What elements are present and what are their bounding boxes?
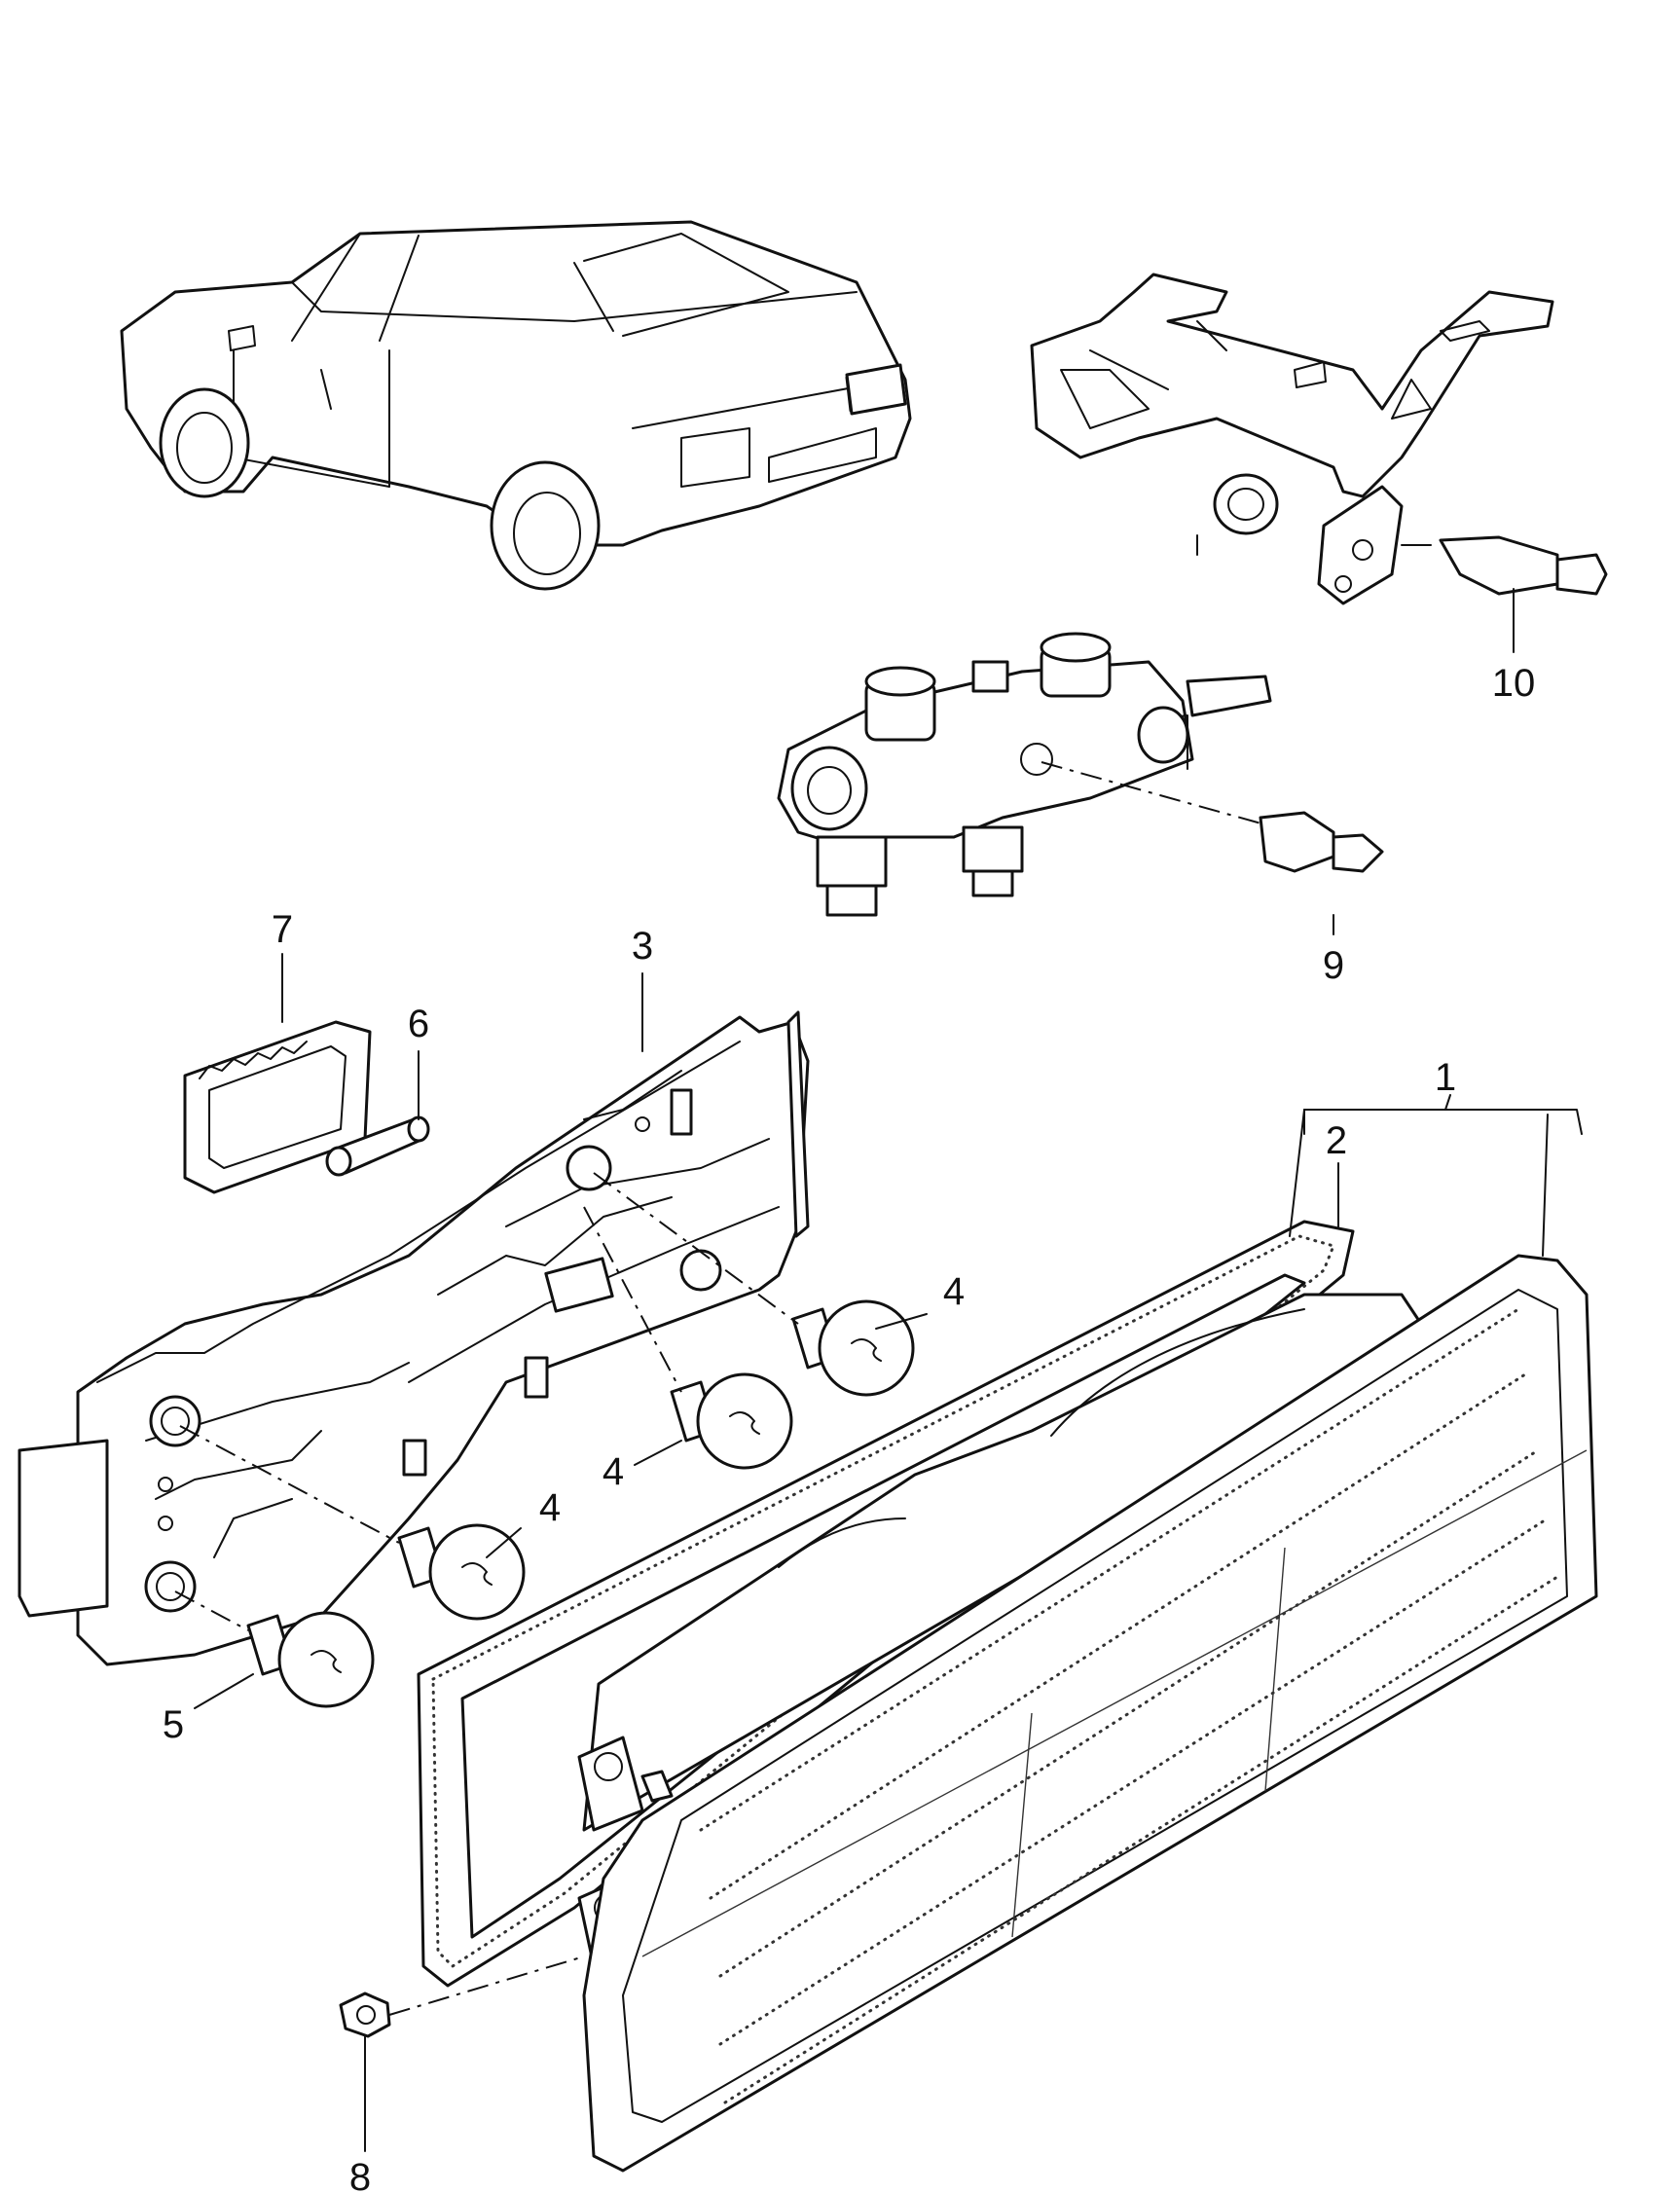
seal-gasket-drawing — [183, 1020, 372, 1194]
bulb-upper-right — [791, 1299, 915, 1397]
callout-1: 1 — [1435, 1056, 1456, 1099]
car-overview-drawing — [120, 220, 912, 591]
festoon-bulb-drawing — [325, 1115, 430, 1177]
bulb-center-line-3 — [179, 1425, 400, 1544]
callout-10: 10 — [1492, 662, 1536, 705]
callout-8: 8 — [349, 2156, 371, 2193]
tail-lamp-lens-drawing — [582, 1254, 1598, 2173]
callout-3: 3 — [632, 925, 653, 968]
callout-4-lower: 4 — [539, 1486, 561, 1529]
callout-2: 2 — [1326, 1119, 1347, 1162]
bulb-middle — [670, 1372, 793, 1470]
bulb-lower-left — [246, 1611, 375, 1708]
bulb-holder-circuit-board-drawing — [18, 1010, 810, 1666]
bulb-center-line-1 — [593, 1172, 799, 1325]
bulb-center-line-2 — [583, 1206, 682, 1393]
bulb-center-line-4 — [174, 1590, 249, 1631]
brake-master-cylinder-drawing — [777, 632, 1384, 917]
callout-4-upper: 4 — [943, 1270, 965, 1313]
hex-nut-drawing — [339, 1955, 585, 2038]
bulb-lower-middle — [397, 1523, 526, 1621]
callout-9: 9 — [1323, 944, 1344, 987]
callout-leader-lines — [194, 588, 1583, 2152]
callout-5: 5 — [163, 1703, 184, 1746]
brake-pedal-bracket-drawing — [1030, 273, 1608, 605]
callout-7: 7 — [272, 908, 293, 951]
callout-6: 6 — [408, 1003, 429, 1045]
callout-4-middle: 4 — [603, 1450, 624, 1493]
